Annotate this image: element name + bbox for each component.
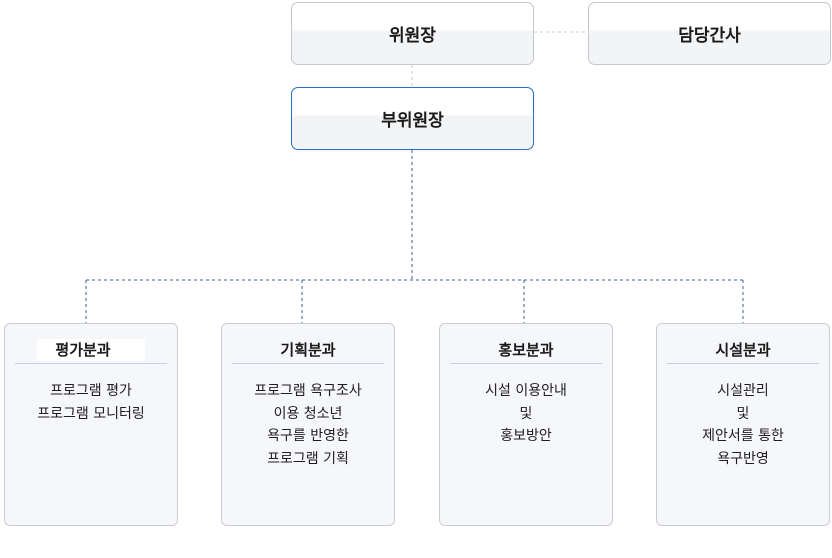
officer-label: 담당간사 (678, 26, 741, 46)
description-line: 및 (519, 405, 533, 422)
department-title: 평가분과 (15, 339, 167, 362)
vice-chair-label: 부위원장 (381, 111, 444, 131)
description-line: 제안서를 통한 (702, 428, 784, 444)
department-title: 시설분과 (715, 341, 771, 359)
department-title: 기획분과 (280, 341, 336, 359)
department-divider (667, 363, 819, 364)
department-pr-box: 홍보분과 시설 이용안내 및 홍보방안 (439, 323, 613, 526)
description-line: 프로그램 기획 (267, 450, 349, 467)
description-line: 시설관리 (717, 383, 769, 399)
chair-box: 위원장 (291, 2, 534, 65)
description-line: 이용 청소년 (273, 405, 343, 422)
description-line: 욕구를 반영한 (267, 428, 349, 444)
description-line: 홍보방안 (500, 428, 552, 444)
description-line: 프로그램 모니터링 (37, 405, 145, 422)
chair-label: 위원장 (389, 26, 436, 46)
description-line: 및 (736, 405, 750, 422)
department-description: 시설 이용안내 및 홍보방안 (444, 380, 608, 448)
department-divider (232, 363, 384, 364)
department-title: 홍보분과 (498, 341, 554, 359)
department-plan-box: 기획분과 프로그램 욕구조사 이용 청소년 욕구를 반영한 프로그램 기획 (221, 323, 395, 526)
description-line: 프로그램 평가 (50, 383, 132, 399)
department-eval-box: 평가분과 프로그램 평가 프로그램 모니터링 (4, 323, 178, 526)
department-description: 프로그램 욕구조사 이용 청소년 욕구를 반영한 프로그램 기획 (226, 380, 390, 470)
department-description: 시설관리 및 제안서를 통한 욕구반영 (661, 380, 825, 470)
description-line: 프로그램 욕구조사 (254, 383, 362, 399)
description-line: 시설 이용안내 (485, 383, 567, 399)
department-divider (15, 363, 167, 364)
department-divider (450, 363, 602, 364)
department-facility-box: 시설분과 시설관리 및 제안서를 통한 욕구반영 (656, 323, 830, 526)
department-description: 프로그램 평가 프로그램 모니터링 (9, 380, 173, 425)
vice-chair-box: 부위원장 (291, 87, 534, 150)
description-line: 욕구반영 (717, 450, 769, 467)
officer-box: 담당간사 (588, 2, 831, 65)
